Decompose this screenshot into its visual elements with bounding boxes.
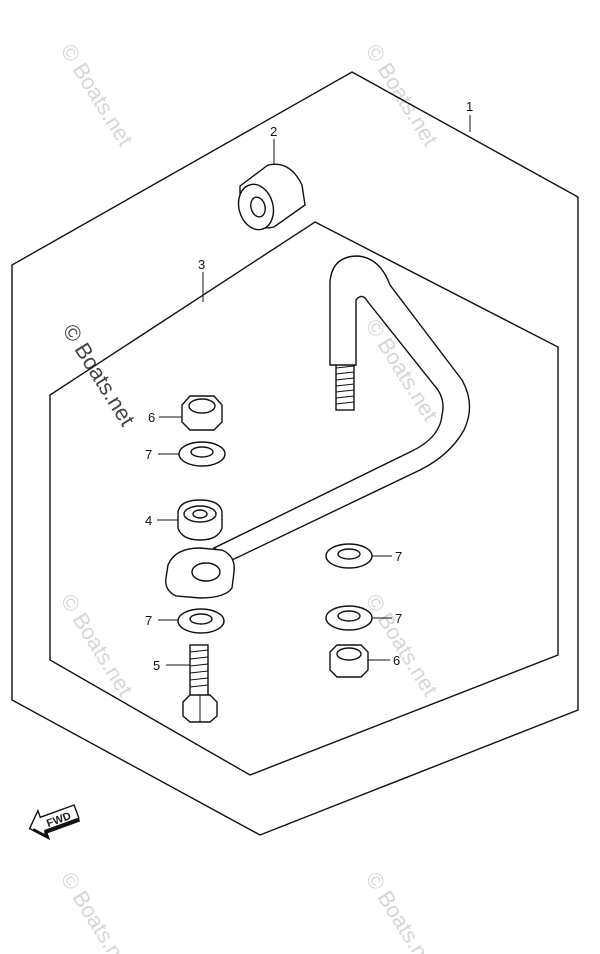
watermark: © Boats.net xyxy=(361,589,443,700)
callout-3: 3 xyxy=(198,257,205,272)
callout-6-top: 6 xyxy=(148,410,155,425)
part-washer-right-lower xyxy=(325,605,392,631)
watermark: © Boats.net xyxy=(56,589,138,700)
watermarks: © Boats.net © Boats.net © Boats.net © Bo… xyxy=(56,39,443,954)
callout-1: 1 xyxy=(466,99,473,114)
part-washer-left-upper xyxy=(158,441,226,467)
part-collar xyxy=(157,499,223,541)
watermark: © Boats.net xyxy=(56,39,138,150)
watermark-dark: © Boats.net xyxy=(58,319,140,430)
callout-2: 2 xyxy=(270,124,277,139)
part-washer-left-lower xyxy=(158,608,225,634)
callout-7-left-upper: 7 xyxy=(145,447,152,462)
part-bracket-rod xyxy=(165,255,471,599)
callout-5: 5 xyxy=(153,658,160,673)
kit-outline-inner xyxy=(49,221,559,776)
watermark: © Boats.net xyxy=(56,867,138,954)
watermark: © Boats.net xyxy=(361,39,443,150)
callout-4: 4 xyxy=(145,513,152,528)
callout-7-right-upper: 7 xyxy=(395,549,402,564)
part-bushing xyxy=(237,139,306,231)
part-washer-right-upper xyxy=(325,543,392,569)
callout-7-right-lower: 7 xyxy=(395,611,402,626)
callout-6-bottom: 6 xyxy=(393,653,400,668)
callout-7-left-lower: 7 xyxy=(145,613,152,628)
part-bolt xyxy=(166,644,218,723)
kit-outline-outer xyxy=(11,71,579,836)
part-nut-bottom xyxy=(329,644,390,678)
part-nut-top xyxy=(159,395,223,431)
fwd-arrow-icon: FWD xyxy=(28,804,81,841)
watermark: © Boats.net xyxy=(361,867,443,954)
